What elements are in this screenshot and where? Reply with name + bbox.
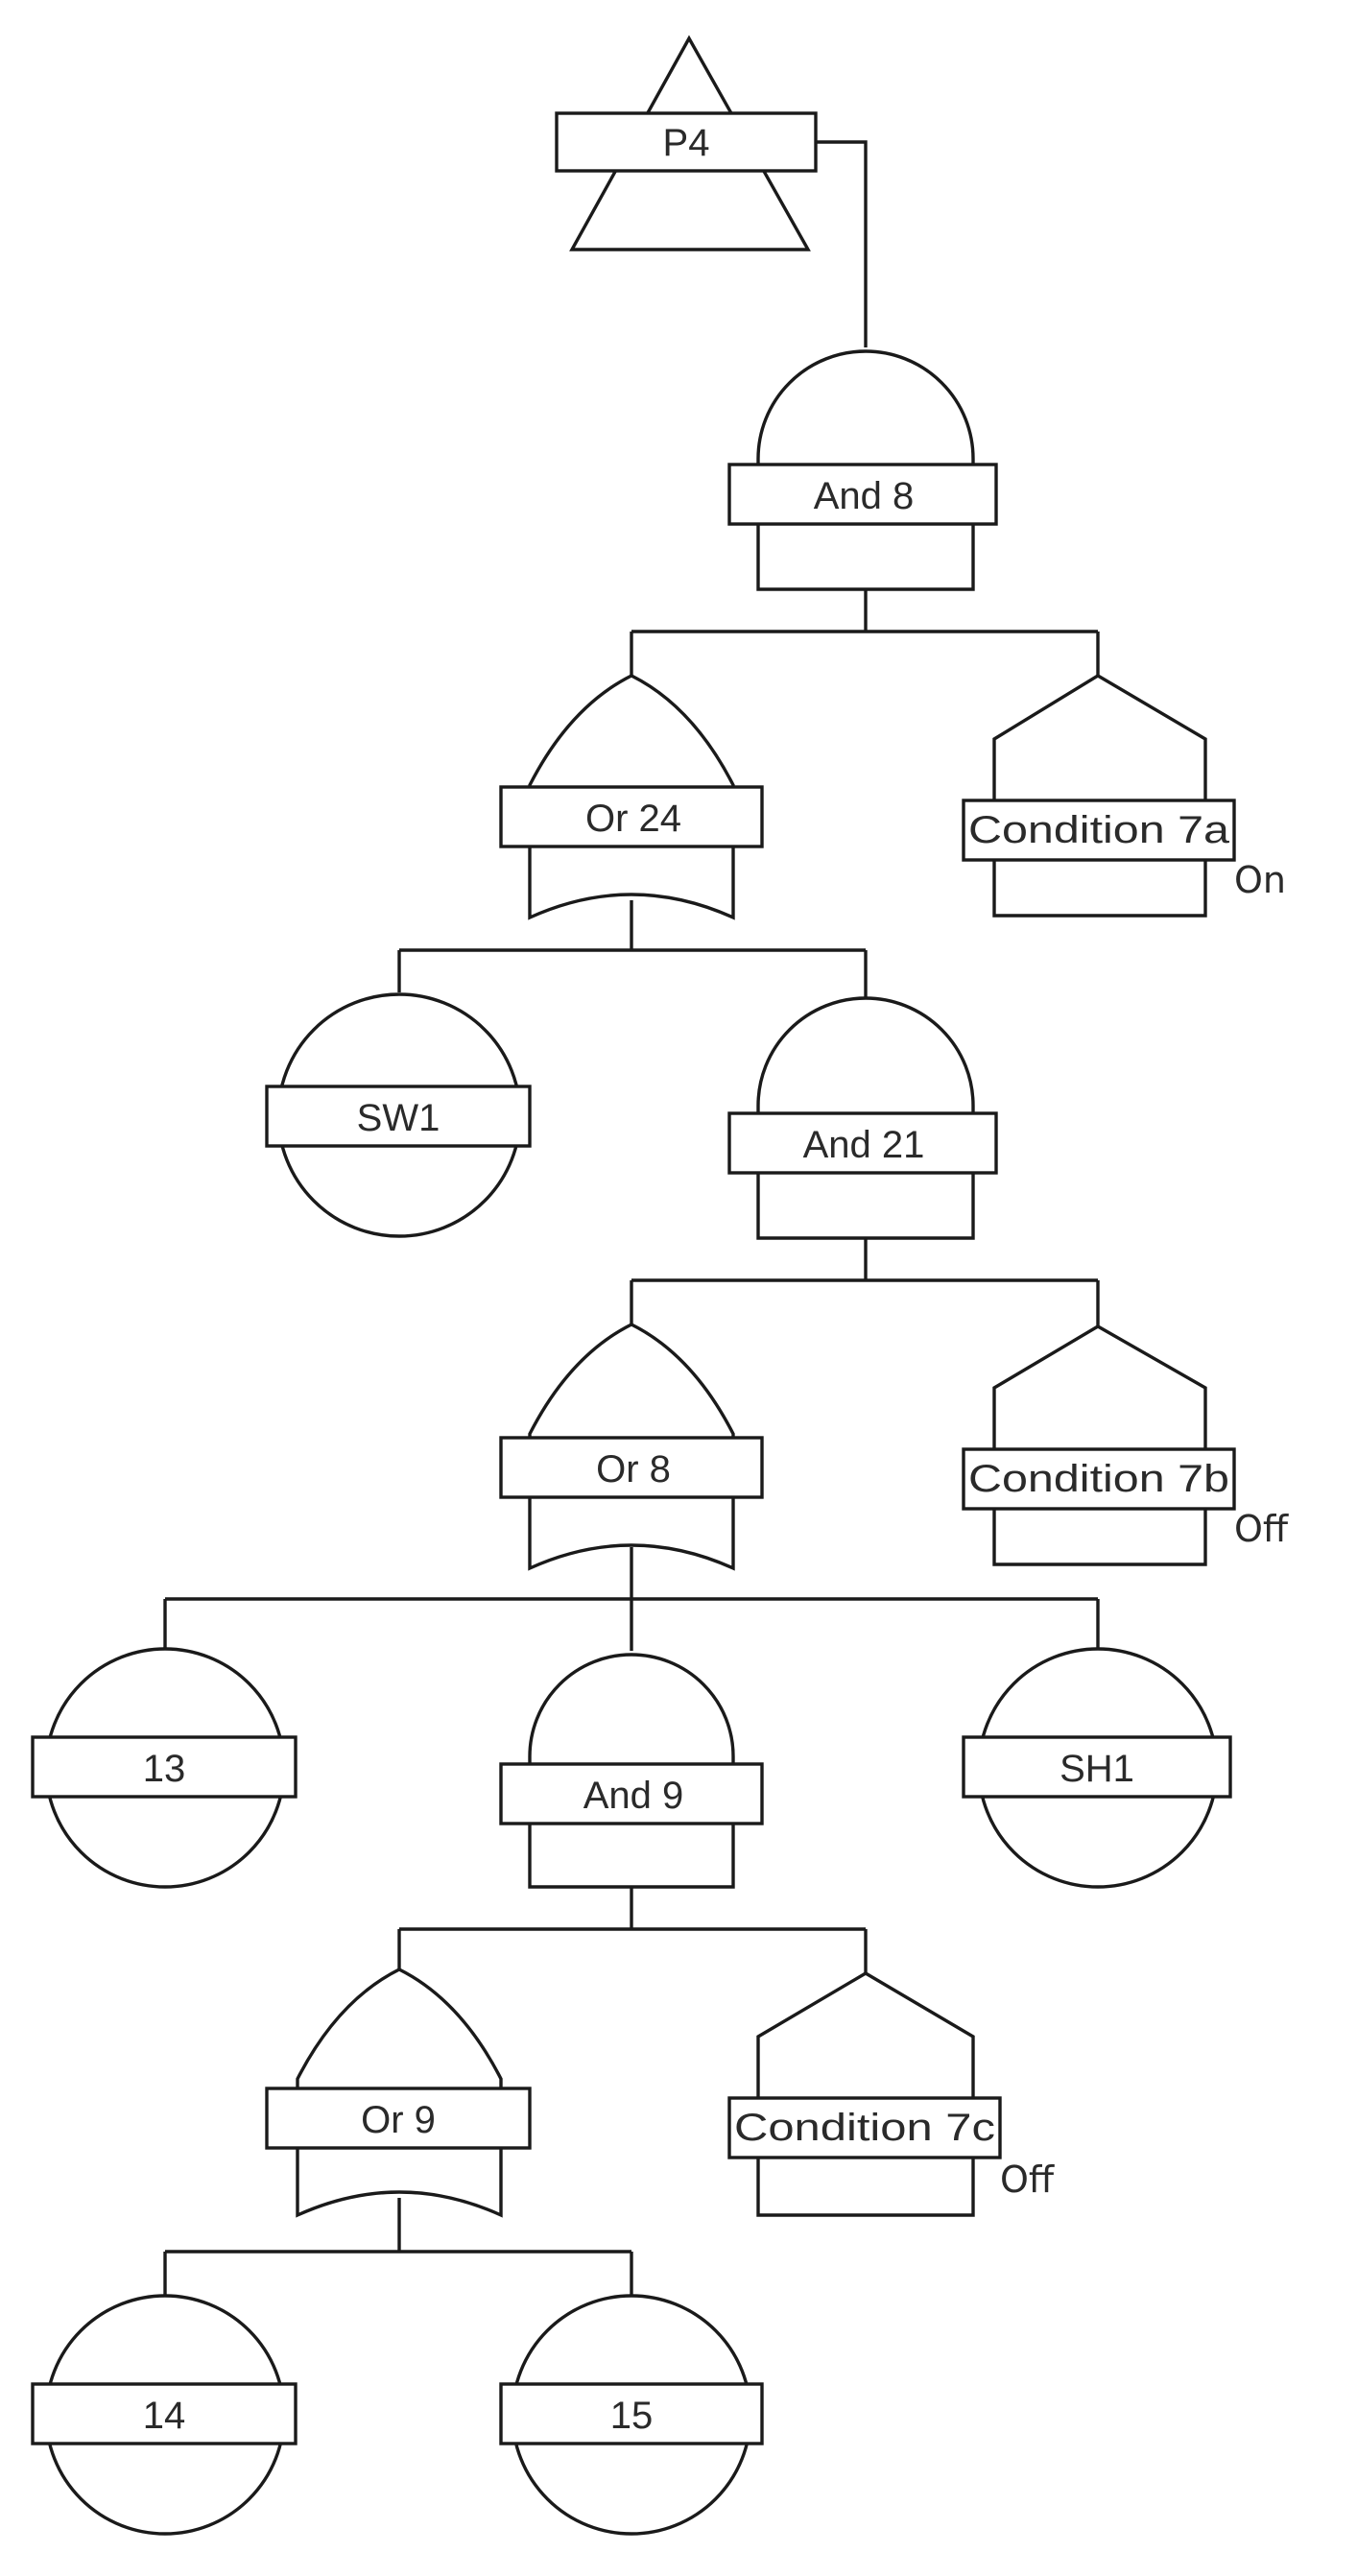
label-box: [555, 111, 818, 173]
node-label-13: 13: [143, 1748, 186, 1790]
label-box: [727, 1111, 998, 1175]
label-box: [31, 1735, 298, 1799]
connector-and8-children: [630, 589, 1100, 676]
node-label-and9: And 9: [583, 1775, 684, 1817]
node-label-15: 15: [610, 2395, 654, 2437]
connector-p4-and8: [814, 140, 868, 347]
label-box: [727, 2096, 1002, 2159]
label-box: [499, 1436, 764, 1499]
basic-event-13[interactable]: 13: [31, 1647, 298, 1889]
connector-or24-children: [397, 900, 868, 998]
basic-event-sw1[interactable]: SW1: [265, 992, 532, 1238]
or-gate-or8[interactable]: Or 8: [499, 1323, 764, 1571]
label-box: [962, 1447, 1236, 1511]
node-label-or9: Or 9: [361, 2099, 436, 2141]
connector-or9-children: [163, 2198, 633, 2296]
label-box: [962, 799, 1236, 862]
node-label-cond7b: Condition 7b: [968, 1458, 1229, 1500]
condition-state-7b: Off: [1234, 1508, 1289, 1550]
transfer-gate-p4[interactable]: P4: [555, 35, 818, 251]
node-label-cond7c: Condition 7c: [734, 2107, 995, 2149]
or-gate-or9[interactable]: Or 9: [265, 1968, 532, 2218]
condition-7b[interactable]: Condition 7b Off: [962, 1324, 1289, 1566]
condition-state-7a: On: [1234, 859, 1286, 901]
node-label-sw1: SW1: [357, 1097, 440, 1139]
condition-house-icon: [992, 674, 1207, 918]
label-box: [727, 463, 998, 526]
condition-house-icon: [756, 1971, 975, 2217]
node-label-and8: And 8: [814, 475, 915, 517]
and-gate-and9[interactable]: And 9: [499, 1653, 764, 1889]
connector-or8-children: [163, 1547, 1100, 1651]
node-label-sh1: SH1: [1059, 1748, 1134, 1790]
label-box: [31, 2382, 298, 2445]
node-label-or8: Or 8: [596, 1448, 671, 1491]
condition-7a[interactable]: Condition 7a On: [962, 674, 1286, 918]
connector-and21-children: [630, 1238, 1100, 1326]
basic-event-sh1[interactable]: SH1: [962, 1647, 1232, 1889]
basic-event-14[interactable]: 14: [31, 2294, 298, 2536]
label-box: [499, 1762, 764, 1825]
connector-and9-children: [397, 1887, 868, 1973]
label-box: [265, 2087, 532, 2150]
node-label-or24: Or 24: [585, 798, 681, 840]
label-box: [499, 785, 764, 848]
condition-state-7c: Off: [1000, 2159, 1055, 2201]
node-label-cond7a: Condition 7a: [968, 809, 1230, 851]
label-box: [265, 1085, 532, 1148]
and-gate-and8[interactable]: And 8: [727, 349, 998, 591]
node-label-14: 14: [143, 2395, 186, 2437]
condition-7c[interactable]: Condition 7c Off: [727, 1971, 1055, 2217]
basic-event-15[interactable]: 15: [499, 2294, 764, 2536]
label-box: [962, 1735, 1232, 1799]
label-box: [499, 2382, 764, 2445]
node-label-and21: And 21: [803, 1124, 925, 1166]
condition-house-icon: [992, 1324, 1207, 1566]
and-gate-and21[interactable]: And 21: [727, 996, 998, 1240]
node-label-p4: P4: [663, 122, 710, 164]
connectors: [163, 140, 1100, 2296]
or-gate-or24[interactable]: Or 24: [499, 674, 764, 920]
